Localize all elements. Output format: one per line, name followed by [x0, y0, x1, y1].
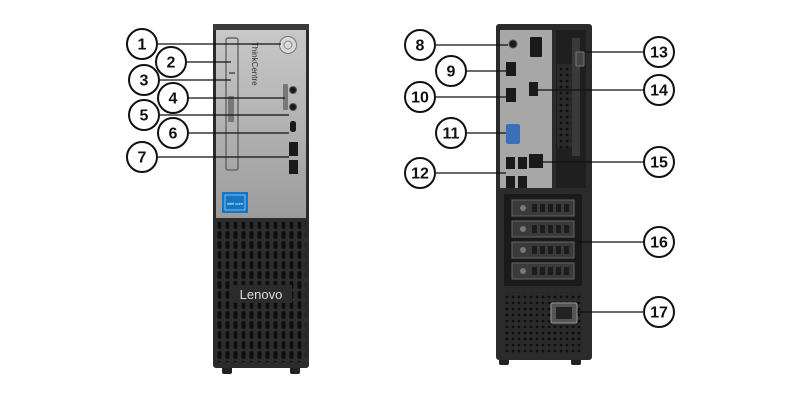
- callout-circle: [404, 29, 436, 61]
- card-reader-slot-2[interactable]: [283, 84, 288, 110]
- callout-number: 10: [411, 90, 429, 107]
- callout-circle: [157, 82, 189, 114]
- slot-vent-hole: [556, 225, 561, 233]
- slot-vent-hole: [540, 267, 545, 275]
- callout-number: 11: [443, 126, 460, 143]
- callout-number: 7: [138, 150, 147, 167]
- callout-circle: [155, 46, 187, 78]
- rear-view: [496, 24, 592, 365]
- callout-circle: [643, 146, 675, 178]
- intel-badge: [222, 192, 248, 213]
- callout-number: 5: [140, 108, 149, 125]
- callout-number: 2: [167, 55, 176, 72]
- card-reader-slot[interactable]: [228, 96, 234, 122]
- callout-circle: [126, 141, 158, 173]
- slot-vent-hole: [564, 225, 569, 233]
- power-connector-socket: [556, 307, 572, 319]
- ethernet-port[interactable]: [529, 154, 543, 168]
- callout-circle: [128, 64, 160, 96]
- callout-circle: [126, 28, 158, 60]
- callout-circle: [404, 81, 436, 113]
- usb-a-rear-3[interactable]: [506, 176, 515, 188]
- headset-jack[interactable]: [289, 86, 297, 94]
- intel-badge-text: intel core: [227, 201, 244, 206]
- callout-number: 4: [169, 91, 178, 108]
- slot-vent-hole: [548, 267, 553, 275]
- slot-vent-hole: [548, 204, 553, 212]
- slot-vent-hole: [564, 246, 569, 254]
- usb-a-port-2[interactable]: [289, 160, 298, 174]
- usb-a-rear-2[interactable]: [518, 157, 527, 169]
- slot-vent-hole: [540, 204, 545, 212]
- optical-drive-bay: [225, 37, 239, 171]
- callout-circle: [643, 296, 675, 328]
- callout-circle: [643, 226, 675, 258]
- logo-backdrop: [230, 285, 292, 303]
- callout-number: 3: [140, 73, 149, 90]
- usb-a-rear-1[interactable]: [506, 157, 515, 169]
- callout-number: 17: [650, 305, 668, 322]
- front-top-edge: [213, 24, 309, 30]
- security-slot-bracket: [572, 38, 580, 156]
- callout-circle: [157, 117, 189, 149]
- chassis-logo: Lenovo: [240, 287, 283, 302]
- callout-circle: [643, 36, 675, 68]
- slot-vent-hole: [556, 267, 561, 275]
- displayport-2[interactable]: [506, 88, 516, 102]
- callout-number: 13: [650, 45, 668, 62]
- callout-circle: [435, 117, 467, 149]
- slot-vent-hole: [564, 204, 569, 212]
- callout-number: 14: [650, 83, 668, 100]
- slot-vent-hole: [532, 267, 537, 275]
- power-icon: [283, 40, 293, 50]
- slot-vent-hole: [556, 204, 561, 212]
- expansion-slots: [511, 199, 575, 280]
- displayport-1[interactable]: [506, 62, 516, 76]
- callout-circle: [128, 99, 160, 131]
- slot-vent-hole: [540, 246, 545, 254]
- callout-number: 1: [138, 37, 147, 54]
- callout-number: 8: [416, 38, 425, 55]
- microphone-jack[interactable]: [289, 103, 297, 111]
- security-slot[interactable]: [575, 51, 585, 67]
- vga-port[interactable]: [506, 124, 520, 144]
- slot-vent-hole: [548, 246, 553, 254]
- slot-vent-hole: [548, 225, 553, 233]
- usb-a-rear-4[interactable]: [518, 176, 527, 188]
- slot-vent-hole: [532, 204, 537, 212]
- power-button[interactable]: [279, 36, 297, 54]
- callout-number: 12: [411, 166, 429, 183]
- drive-activity-indicator: [229, 72, 235, 74]
- slot-screw: [520, 226, 526, 232]
- front-view: ThinkCentre intel core Lenovo: [213, 24, 309, 374]
- callout-circle: [643, 74, 675, 106]
- usb-c-port[interactable]: [290, 121, 296, 132]
- callout-number: 9: [447, 64, 456, 81]
- slot-screw: [520, 268, 526, 274]
- optional-connector[interactable]: [530, 37, 542, 57]
- slot-vent-hole: [556, 246, 561, 254]
- usb-a-port-1[interactable]: [289, 142, 298, 156]
- slot-vent-hole: [532, 246, 537, 254]
- callout-number: 15: [650, 155, 668, 172]
- slot-screw: [520, 247, 526, 253]
- slot-screw: [520, 205, 526, 211]
- usb-port-rear-top[interactable]: [529, 82, 538, 96]
- callout-circle: [435, 55, 467, 87]
- slot-vent-hole: [540, 225, 545, 233]
- brand-logo: ThinkCentre: [250, 42, 259, 86]
- callout-circle: [404, 157, 436, 189]
- callout-number: 16: [650, 235, 668, 252]
- slot-vent-hole: [532, 225, 537, 233]
- slot-vent-hole: [564, 267, 569, 275]
- intel-badge-inner: [224, 194, 246, 211]
- callout-number: 6: [169, 126, 178, 143]
- audio-line-out[interactable]: [508, 39, 518, 49]
